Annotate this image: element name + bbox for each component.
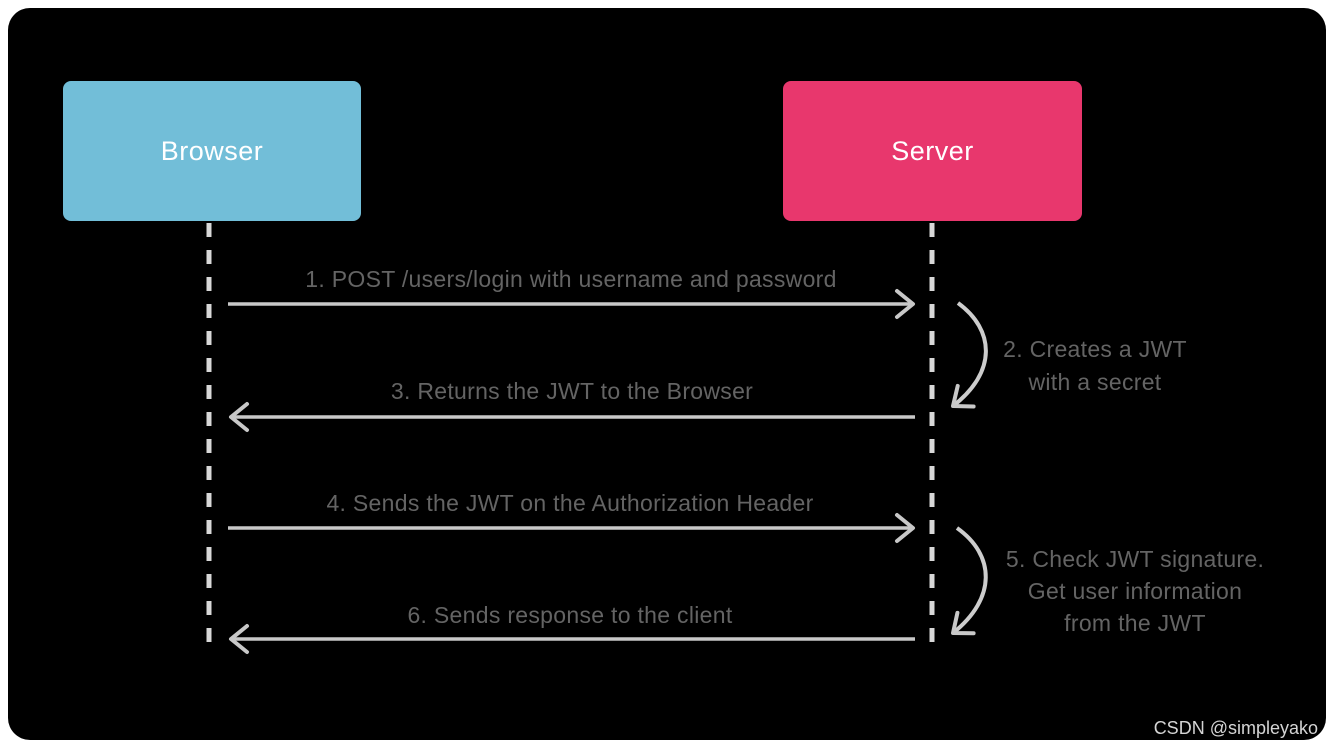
message-label-2: 2. Creates a JWT with a secret — [1003, 333, 1187, 399]
message-label-5-line-3: from the JWT — [1064, 610, 1206, 636]
arrow-msg-2-self — [951, 301, 988, 409]
message-label-1: 1. POST /users/login with username and p… — [305, 266, 837, 292]
actor-browser-label: Browser — [160, 135, 264, 166]
message-label-5-line-2: Get user information — [1027, 578, 1243, 604]
message-label-5: 5. Check JWT signature. Get user informa… — [1006, 543, 1264, 639]
actor-box-browser: Browser — [63, 81, 361, 221]
message-label-2-line-1: 2. Creates a JWT — [1003, 336, 1187, 362]
message-label-5-line-1: 5. Check JWT signature. — [1005, 546, 1265, 572]
message-label-2-line-2: with a secret — [1028, 369, 1162, 395]
watermark-text: CSDN @simpleyako — [1153, 718, 1318, 738]
arrow-msg-5-self — [951, 526, 988, 636]
message-label-4: 4. Sends the JWT on the Authorization He… — [326, 490, 814, 516]
message-label-3: 3. Returns the JWT to the Browser — [390, 378, 754, 404]
message-label-6: 6. Sends response to the client — [407, 602, 733, 628]
actor-box-server: Server — [783, 81, 1082, 221]
actor-server-label: Server — [891, 135, 974, 166]
